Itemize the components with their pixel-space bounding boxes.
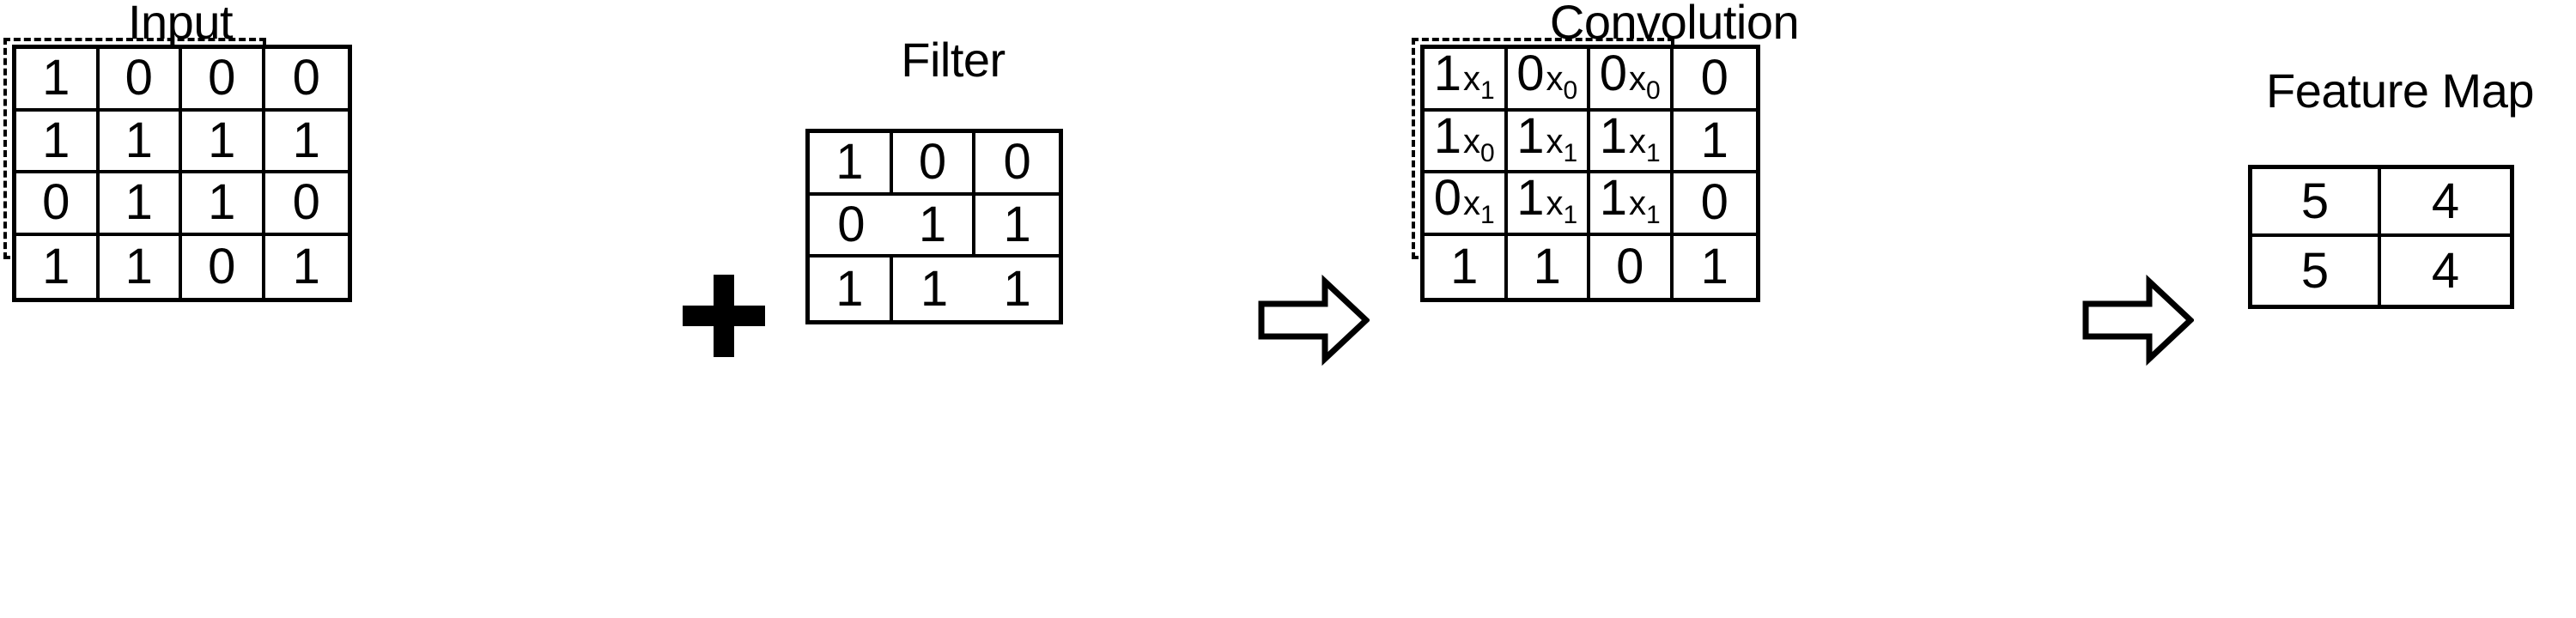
convolution-cell-weight: 0 <box>1563 76 1578 105</box>
convolution-cell-weight: 0 <box>1480 138 1495 167</box>
convolution-cell-r3c2: 0 <box>1590 235 1674 298</box>
convolution-title: Convolution <box>1549 0 1800 49</box>
convolution-cell-value: 0 <box>1433 170 1462 226</box>
input-cell-r2c2: 1 <box>182 173 265 236</box>
convolution-cell-mul-symbol: x <box>1463 122 1481 161</box>
filter-cell-r2c2: 1 <box>1003 260 1031 317</box>
convolution-cell-mul-symbol: x <box>1629 60 1647 98</box>
input-cell-r3c3: 1 <box>292 238 320 294</box>
filter-cell-r1c2: 1 <box>975 196 1059 258</box>
input-cell-r0c3: 0 <box>264 49 348 112</box>
convolution-cell-weight: 1 <box>1480 76 1495 105</box>
input-cell-r2c1: 1 <box>99 173 182 236</box>
input-cell-r3c0: 1 <box>16 235 100 298</box>
convolution-cell-r0c3: 0 <box>1673 49 1756 112</box>
filter-cell-r0c2: 0 <box>975 133 1059 196</box>
plus-vertical-bar <box>714 275 734 357</box>
convolution-cell-weight: 1 <box>1646 138 1661 167</box>
convolution-cell-r2c3: 0 <box>1673 173 1756 236</box>
convolution-cell-value: 1 <box>1433 107 1462 164</box>
convolution-cell-value: 0 <box>1516 45 1545 101</box>
convolution-cell-mul-symbol: x <box>1546 122 1564 161</box>
filter-cell-r1c0: 0 <box>810 196 893 258</box>
input-cell-r3c2: 0 <box>182 235 265 298</box>
convolution-cell-weight: 0 <box>1646 76 1661 105</box>
input-cell-r3c1: 1 <box>100 235 182 298</box>
input-cell-r1c2: 1 <box>182 111 265 173</box>
input-cell-r2c0: 0 <box>16 173 100 236</box>
feature-map-cell-r1c1: 4 <box>2431 242 2460 299</box>
convolution-cell-value: 1 <box>1433 45 1462 101</box>
input-panel: Input 1 0 0 0 1 1 1 1 0 1 1 0 1 1 0 1 <box>0 0 361 618</box>
convolution-cell-value: 1 <box>1599 170 1628 226</box>
convolution-cell-mul-symbol: x <box>1629 185 1647 222</box>
filter-cell-r2c1: 1 <box>920 260 949 317</box>
input-cell-r2c3: 0 <box>264 173 348 236</box>
feature-map-panel: Feature Map 5 4 5 4 <box>2224 0 2576 618</box>
input-cell-r1c0: 1 <box>16 111 100 173</box>
arrow-right-icon-filter-to-convolution <box>1258 273 1371 367</box>
feature-map-cell-r0c1: 4 <box>2381 169 2510 237</box>
convolution-cell-weight: 1 <box>1563 138 1578 167</box>
convolution-cell-value: 1 <box>1516 170 1545 226</box>
filter-panel: Filter 1 0 0 0 1 1 1 1 1 <box>773 0 1133 618</box>
convolution-cell-mul-symbol: x <box>1546 185 1564 222</box>
convolution-cell-value: 0 <box>1599 45 1628 101</box>
input-cell-r1c1: 1 <box>99 111 182 173</box>
filter-title: Filter <box>901 33 1005 87</box>
input-title: Input <box>127 0 234 49</box>
convolution-cell-weight: 1 <box>1563 201 1578 229</box>
feature-map-title: Feature Map <box>2266 64 2535 118</box>
convolution-cell-r3c1: 1 <box>1508 235 1590 298</box>
feature-map-matrix: 5 4 5 4 <box>2248 165 2514 309</box>
convolution-cell-value: 1 <box>1599 107 1628 164</box>
plus-operator-icon <box>683 275 765 357</box>
feature-map-cell-r0c0: 5 <box>2252 169 2381 237</box>
input-cell-r0c2: 0 <box>182 49 265 112</box>
convolution-cell-r3c3: 1 <box>1700 238 1728 294</box>
input-matrix: 1 0 0 0 1 1 1 1 0 1 1 0 1 1 0 1 <box>12 45 352 302</box>
filter-cell-r2c0: 1 <box>810 258 893 320</box>
convolution-cell-mul-symbol: x <box>1546 60 1564 98</box>
filter-matrix: 1 0 0 0 1 1 1 1 1 <box>805 129 1063 324</box>
convolution-cell-value: 1 <box>1516 107 1545 164</box>
convolution-cell-weight: 1 <box>1480 201 1495 229</box>
convolution-cell-mul-symbol: x <box>1629 122 1647 161</box>
filter-cell-r1c1: 1 <box>892 195 976 258</box>
input-cell-r1c3: 1 <box>264 112 348 173</box>
convolution-cell-mul-symbol: x <box>1463 60 1481 98</box>
input-cell-r0c0: 1 <box>16 49 100 112</box>
convolution-cell-r1c3: 1 <box>1673 112 1756 173</box>
convolution-cell-weight: 1 <box>1646 201 1661 229</box>
convolution-cell-r3c0: 1 <box>1425 235 1508 298</box>
input-cell-r0c1: 0 <box>99 49 182 112</box>
filter-cell-r0c0: 1 <box>810 133 893 196</box>
filter-cell-r0c1: 0 <box>892 133 976 196</box>
convolution-cell-mul-symbol: x <box>1463 185 1481 222</box>
feature-map-cell-r1c0: 5 <box>2252 237 2381 305</box>
arrow-right-icon-convolution-to-feature-map <box>2082 273 2196 367</box>
